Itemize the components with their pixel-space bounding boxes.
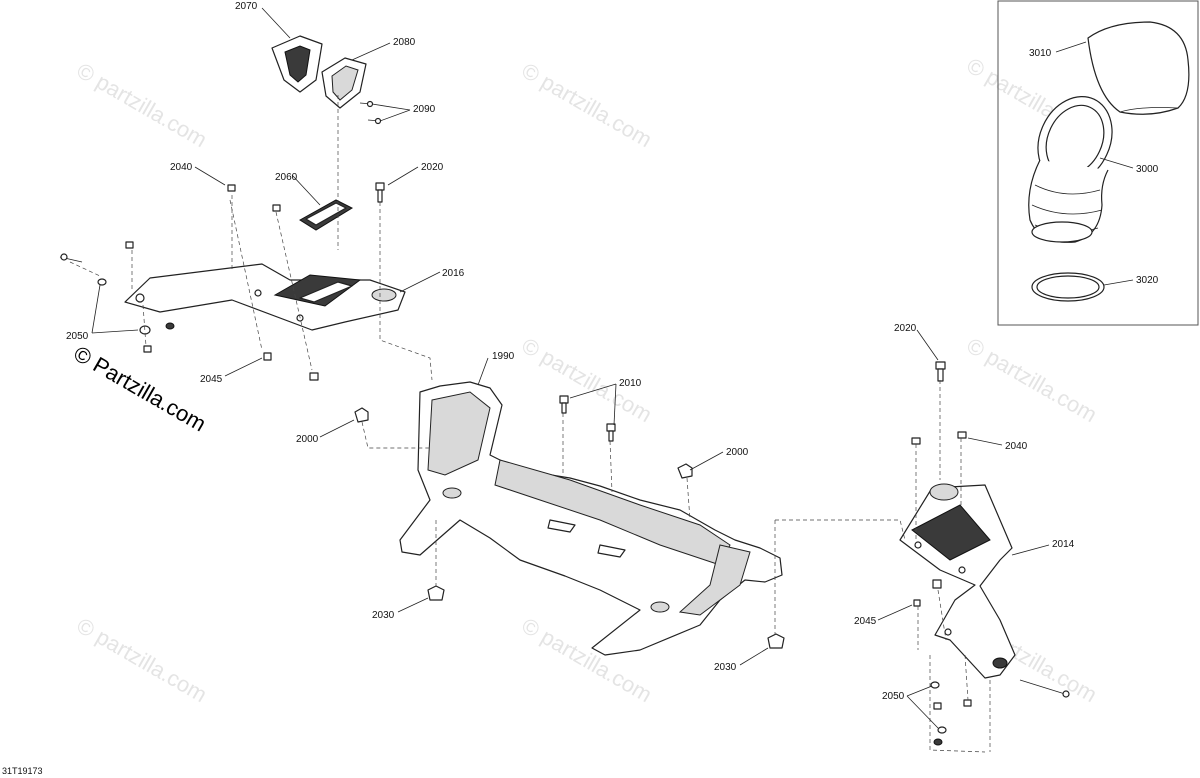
main-frame-1990 <box>399 381 783 656</box>
watermark-text: © partzilla.com <box>73 58 212 153</box>
intake-tube <box>1028 96 1113 243</box>
callout-2030: 2030 <box>372 610 395 621</box>
bracket-2014 <box>899 483 1016 679</box>
callout-2020: 2020 <box>894 323 917 334</box>
callout-2030: 2030 <box>714 662 737 673</box>
copyright-watermark: © Partzilla.com <box>70 341 211 437</box>
callout-2040: 2040 <box>1005 441 1028 452</box>
cover-2080 <box>321 57 367 109</box>
callout-3020: 3020 <box>1136 275 1159 286</box>
callout-2000: 2000 <box>726 447 749 458</box>
callout-1990: 1990 <box>492 351 515 362</box>
watermarks: © partzilla.com © partzilla.com © partzi… <box>73 53 1102 708</box>
grab-handle-2070 <box>271 35 323 93</box>
callout-2000: 2000 <box>296 434 319 445</box>
callout-2080: 2080 <box>393 37 416 48</box>
bracket-2016 <box>124 263 406 331</box>
pad-2060 <box>299 199 354 231</box>
callouts: 2070 2080 2090 2040 2060 2020 2016 2050 … <box>66 1 1159 702</box>
watermark-text: © partzilla.com <box>73 613 212 708</box>
fasteners-right <box>911 361 1070 746</box>
callout-2020: 2020 <box>421 162 444 173</box>
watermark-text: © partzilla.com <box>518 58 657 153</box>
callout-2045: 2045 <box>200 374 223 385</box>
assembly-lines <box>69 95 991 753</box>
callout-2010: 2010 <box>619 378 642 389</box>
fasteners-middle <box>354 395 785 649</box>
hose-clamp <box>1031 272 1105 302</box>
callout-2050: 2050 <box>882 691 905 702</box>
callout-2090: 2090 <box>413 104 436 115</box>
callout-2040: 2040 <box>170 162 193 173</box>
watermark-text: © partzilla.com <box>963 333 1102 428</box>
screws-2090 <box>359 100 382 125</box>
callout-2070: 2070 <box>235 1 258 12</box>
callout-3010: 3010 <box>1029 48 1052 59</box>
callout-2060: 2060 <box>275 172 298 183</box>
callout-3000: 3000 <box>1136 164 1159 175</box>
air-intake-cover <box>1087 21 1190 115</box>
callout-2014: 2014 <box>1052 539 1075 550</box>
leader-lines <box>91 7 1134 729</box>
callout-2016: 2016 <box>442 268 465 279</box>
callout-2050: 2050 <box>66 331 89 342</box>
inset-frame <box>997 0 1199 326</box>
callout-2045: 2045 <box>854 616 877 627</box>
document-id: 31T19173 <box>2 766 43 776</box>
